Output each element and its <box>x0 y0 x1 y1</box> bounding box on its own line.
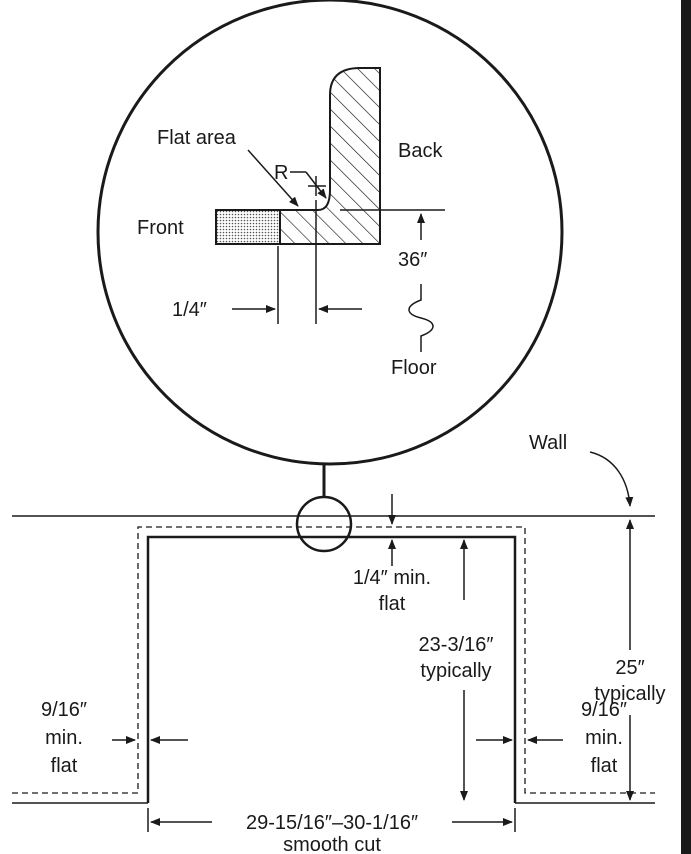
page-edge-bar <box>681 0 691 854</box>
width-note-label: smooth cut <box>283 834 381 854</box>
left-flat-label-line2: min. <box>45 727 83 749</box>
right-flat-label-line1: 9/16″ <box>581 699 627 721</box>
right-flat-label-line3: flat <box>591 755 618 777</box>
wall-depth-label-line1: 25″ <box>615 657 644 679</box>
back-label: Back <box>398 140 443 162</box>
left-flat-label-line1: 9/16″ <box>41 699 87 721</box>
floor-label: Floor <box>391 357 437 379</box>
opening-depth-label-line2: typically <box>420 660 491 682</box>
width-label: 29-15/16″–30-1/16″ <box>246 812 418 834</box>
min-flat-outline <box>12 526 655 794</box>
detail-locator-circle <box>295 495 353 553</box>
opening-depth-label-line1: 23-3/16″ <box>419 634 494 656</box>
wall-label: Wall <box>529 432 567 454</box>
front-countertop-section <box>215 209 281 245</box>
wall-depth-label-line2: typically <box>594 683 665 705</box>
height-label: 36″ <box>398 249 427 271</box>
countertop-profile <box>279 67 381 245</box>
right-flat-label-line2: min. <box>585 727 623 749</box>
plan-view: Wall 1/4″ min. flat 23-3/16″ typically 2… <box>12 432 666 854</box>
front-label: Front <box>137 217 184 239</box>
quarter-inch-label: 1/4″ <box>172 299 207 321</box>
detail-view: Flat area Back R Front 36″ 1/4″ Floor <box>96 0 564 497</box>
detail-circle <box>96 0 564 466</box>
min-flat-top-label-line2: flat <box>379 593 406 615</box>
min-flat-top-label-line1: 1/4″ min. <box>353 567 431 589</box>
flat-area-label: Flat area <box>157 127 237 149</box>
cutout-outline <box>146 535 517 803</box>
radius-label: R <box>274 162 288 184</box>
left-flat-label-line3: flat <box>51 755 78 777</box>
